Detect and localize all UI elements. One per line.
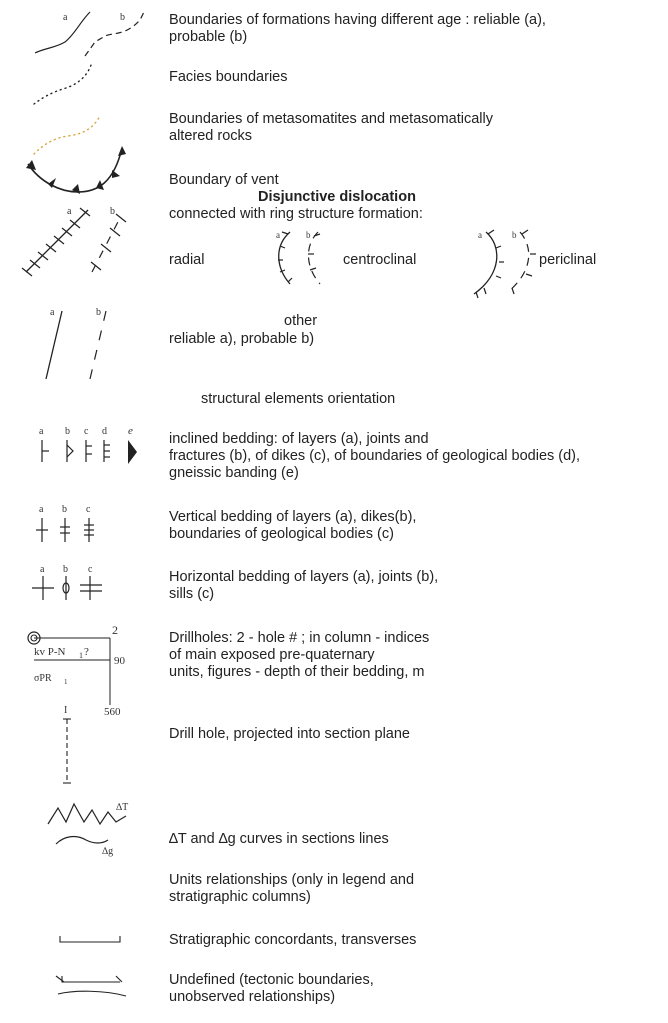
unit-2: σPR (34, 673, 52, 684)
proj-label: I (64, 705, 67, 716)
label-c: c (86, 504, 91, 515)
depth-2: 560 (104, 706, 121, 718)
label-b: b (65, 426, 70, 437)
centroclinal-fault-symbol: a b (276, 230, 321, 285)
unit-2-sub: 1 (64, 678, 68, 686)
drillholes-label: Drillholes: 2 - hole # ; in column - ind… (169, 630, 430, 680)
label-b: b (306, 230, 311, 240)
ring-structure-label: connected with ring structure formation: (169, 206, 423, 222)
vent-boundary-symbol (26, 146, 126, 194)
vent-boundary-label: Boundary of vent (169, 172, 279, 188)
undefined-relationship-symbol (55, 975, 127, 997)
projected-drillhole-symbol: I (63, 705, 71, 784)
label-a: a (276, 230, 280, 240)
label-a: a (39, 426, 44, 437)
concordant-label: Stratigraphic concordants, transverses (169, 932, 417, 948)
drill-projected-label: Drill hole, projected into section plane (169, 726, 410, 742)
other-label: other (284, 313, 318, 329)
horizontal-bedding-label: Horizontal bedding of layers (a), joints… (169, 569, 439, 602)
formation-boundary-symbol: a b (34, 11, 145, 57)
label-b: b (512, 230, 517, 240)
label-b: b (110, 206, 115, 217)
centroclinal-label: centroclinal (343, 252, 417, 268)
label-c: c (88, 564, 93, 575)
label-a: a (39, 504, 44, 515)
radial-label: radial (169, 252, 205, 268)
inclined-bedding-symbols: a b c d e (39, 425, 137, 464)
curves-label: ∆T and ∆g curves in sections lines (169, 831, 389, 847)
delta-curves-symbol: ∆T ∆g (47, 802, 128, 857)
facies-boundary-symbol (33, 61, 93, 105)
concordant-symbol (59, 936, 121, 943)
label-a: a (478, 230, 482, 240)
label-b: b (120, 12, 125, 23)
label-b: b (63, 564, 68, 575)
metasomatite-boundary-symbol (33, 115, 101, 155)
label-a: a (40, 564, 45, 575)
horizontal-bedding-symbols: a b c (32, 564, 102, 600)
metasomatite-boundaries-label: Boundaries of metasomatites and metasoma… (169, 111, 493, 144)
delta-t-label: ∆T (116, 802, 128, 813)
periclinal-fault-symbol: a b (473, 229, 536, 299)
disjunctive-dislocation-title: Disjunctive dislocation (258, 189, 416, 205)
label-c: c (84, 426, 89, 437)
probable-boundary-line (84, 11, 145, 57)
undefined-label: Undefined (tectonic boundaries, unobserv… (169, 972, 374, 1005)
reliable-boundary-line (34, 11, 91, 54)
vertical-bedding-label: Vertical bedding of layers (a), dikes(b)… (169, 509, 417, 542)
formation-boundaries-label: Boundaries of formations having differen… (169, 12, 546, 45)
facies-boundaries-label: Facies boundaries (169, 69, 288, 85)
unit-1-sub: 1 (79, 651, 83, 660)
reliable-probable-label: reliable a), probable b) (169, 331, 315, 347)
label-a: a (50, 307, 55, 318)
radial-fault-symbol: a b (21, 206, 127, 277)
delta-g-label: ∆g (102, 846, 113, 857)
depth-1: 90 (114, 655, 126, 667)
unit-1-q: ? (84, 646, 89, 658)
unit-1: kv P-N (34, 646, 66, 658)
orientation-title: structural elements orientation (201, 391, 396, 407)
periclinal-label: periclinal (539, 252, 597, 268)
other-fault-symbol: a b (45, 307, 107, 380)
label-a: a (63, 12, 68, 23)
vertical-bedding-symbols: a b c (36, 504, 94, 542)
inclined-bedding-label: inclined bedding: of layers (a), joints … (169, 431, 581, 481)
label-a: a (67, 206, 72, 217)
label-b: b (62, 504, 67, 515)
hole-number: 2 (112, 623, 118, 637)
label-e: e (128, 425, 133, 437)
label-d: d (102, 426, 107, 437)
units-relationships-label: Units relationships (only in legend and … (169, 872, 415, 905)
label-b: b (96, 307, 101, 318)
drillhole-symbol: 2 kv P-N 1 ? 90 σPR 1 560 (27, 623, 126, 718)
